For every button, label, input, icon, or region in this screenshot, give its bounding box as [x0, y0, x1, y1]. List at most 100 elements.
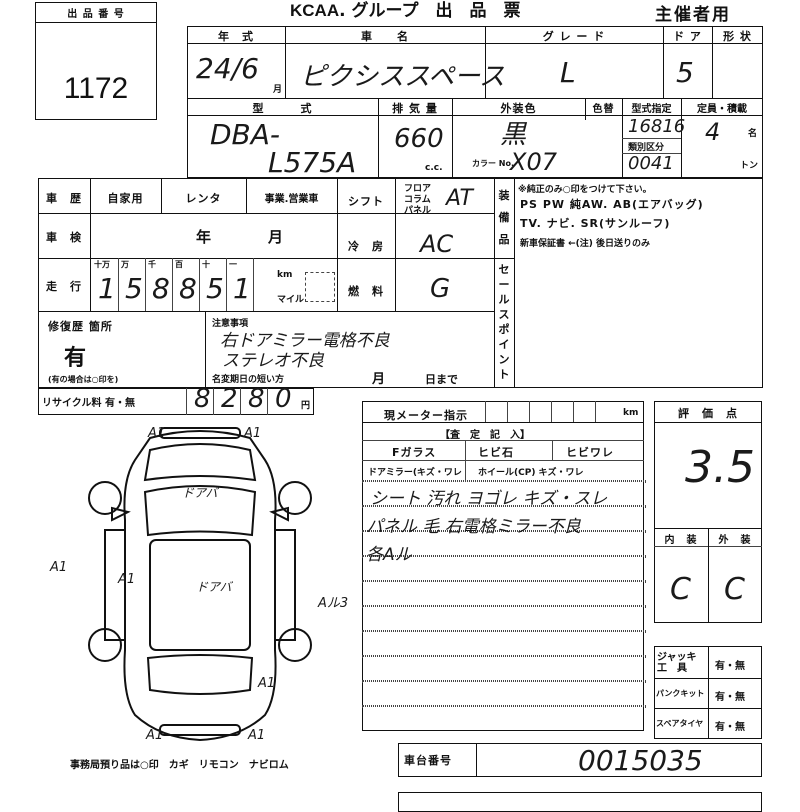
inspection-month: 月: [268, 228, 285, 246]
details-grid: [38, 178, 763, 388]
recycle-digit: 0: [275, 384, 292, 414]
deadline-day: 日まで: [425, 373, 458, 386]
grade-label: グ レ ー ド: [542, 30, 606, 43]
shift-column: コラム: [404, 195, 431, 205]
recycle-box: [38, 388, 314, 415]
comment-rule: [362, 705, 646, 707]
color-code-value: X07: [510, 148, 557, 176]
chassis-label: 車台番号: [404, 754, 452, 767]
lot-number-label: 出 品 番 号: [67, 9, 125, 20]
crack-label: ヒビワレ: [566, 446, 614, 459]
comment-rule: [362, 605, 646, 607]
recycle-label: リサイクル料 有・無: [42, 398, 135, 409]
mileage-digit: 5: [206, 272, 224, 305]
comment-rule: [362, 530, 646, 532]
mileage-unit-label: 十万: [94, 260, 110, 269]
mirror-label: ドアミラー(キズ・ワレ: [368, 468, 462, 478]
category-value: 0041: [628, 153, 674, 174]
type-designation-label: 型式指定: [631, 104, 672, 115]
mileage-unit-label: 千: [148, 260, 156, 269]
history-option-private: 自家用: [107, 192, 144, 205]
damage-mark: Aル3: [318, 596, 349, 611]
office-items: 事務局預り品は○印 カギ リモコン ナビロム: [70, 760, 289, 771]
mileage-mile: マイル: [277, 295, 305, 305]
shift-label: シフト: [348, 195, 384, 208]
comment-line1: シート 汚れ ヨゴレ キズ・スレ: [370, 489, 608, 509]
mileage-unit-label: 万: [121, 260, 129, 269]
damage-mark: A1: [248, 728, 266, 743]
damage-mark: A1: [244, 426, 262, 441]
mileage-digit: 1: [233, 272, 251, 305]
recycle-digit: 2: [221, 384, 238, 414]
displacement-value: 660: [394, 124, 444, 154]
car-name-value: ピクシススペース: [300, 62, 505, 92]
spare-label: スペアタイヤ: [656, 719, 704, 728]
history-option-rental: レンタ: [185, 192, 222, 205]
title: KCAA. グループ 出 品 票: [290, 0, 520, 21]
inspector-header: 【査 定 記 入】: [440, 430, 530, 441]
bottom-box: [398, 792, 762, 812]
damage-mark: A1: [118, 572, 136, 587]
year-value: 24/6: [196, 52, 259, 85]
load-unit: トン: [740, 161, 759, 171]
exterior-color-label: 外装色: [500, 102, 537, 115]
mileage-digit: 8: [179, 272, 197, 305]
meter-cell-divider: [595, 401, 596, 422]
capacity-unit: 名: [748, 129, 758, 139]
grade-value: L: [560, 56, 576, 89]
year-unit: 月: [273, 85, 283, 95]
type-designation-value: 16816: [628, 116, 686, 137]
fuel-value: G: [430, 274, 451, 304]
fuel-label: 燃 料: [348, 285, 384, 298]
shift-floor: フロア: [404, 184, 432, 194]
notes-line2: ステレオ不良: [222, 351, 324, 371]
notes-label: 注意事項: [212, 319, 249, 329]
color-code-label: カラー No.: [472, 159, 515, 168]
comment-rule: [362, 555, 646, 557]
title-brand: KCAA: [290, 1, 340, 20]
meter-cell-divider: [507, 401, 508, 422]
mileage-label: 走 行: [46, 280, 82, 293]
vehicle-info-grid: [187, 26, 763, 178]
comment-line3: 各Aル: [366, 545, 412, 565]
chassis-value: 0015035: [578, 744, 703, 777]
meter-unit: km: [623, 408, 639, 418]
equip-line1: PS PW 純AW. AB(エアバッグ): [520, 198, 704, 211]
comment-rule: [362, 680, 646, 682]
damage-mark: A1: [258, 676, 276, 691]
history-label: 車 歴: [46, 192, 82, 205]
inspection-label: 車 検: [46, 231, 82, 244]
recycle-digit: 8: [248, 384, 265, 414]
interior-label: 内 装: [664, 535, 698, 546]
model-value-1: DBA-: [210, 118, 281, 151]
shape-label: 形 状: [723, 30, 752, 43]
mileage-digit: 1: [98, 272, 116, 305]
repair-note: (有の場合は○印を): [48, 375, 119, 384]
equip-label: 装備品: [498, 189, 510, 246]
recycle-digit: 8: [194, 384, 211, 414]
equip-line3: 新車保証書 ←(注) 後日送りのみ: [520, 239, 651, 249]
comment-rule: [362, 580, 646, 582]
inspection-year: 年: [196, 228, 213, 246]
interior-value: C: [670, 572, 691, 607]
title-text: . グループ 出 品 票: [339, 1, 521, 21]
displacement-label: 排 気 量: [392, 102, 438, 115]
organizer-label: 主催者用: [655, 5, 731, 25]
lot-number: 1172: [63, 72, 129, 105]
ac-label: 冷 房: [348, 240, 384, 253]
mile-box: [305, 272, 335, 302]
mileage-unit-label: 百: [175, 260, 183, 269]
year-label: 年 式: [218, 30, 254, 43]
score-value: 3.5: [685, 442, 755, 493]
recycle-digit-cell: 8: [186, 384, 213, 415]
color-no-label: 色替: [592, 104, 615, 115]
notes-line1: 右ドアミラー電格不良: [220, 331, 390, 351]
meter-cell-divider: [573, 401, 574, 422]
mileage-digit-cell: 十万 1: [92, 258, 119, 311]
displacement-unit: c.c.: [425, 163, 443, 173]
